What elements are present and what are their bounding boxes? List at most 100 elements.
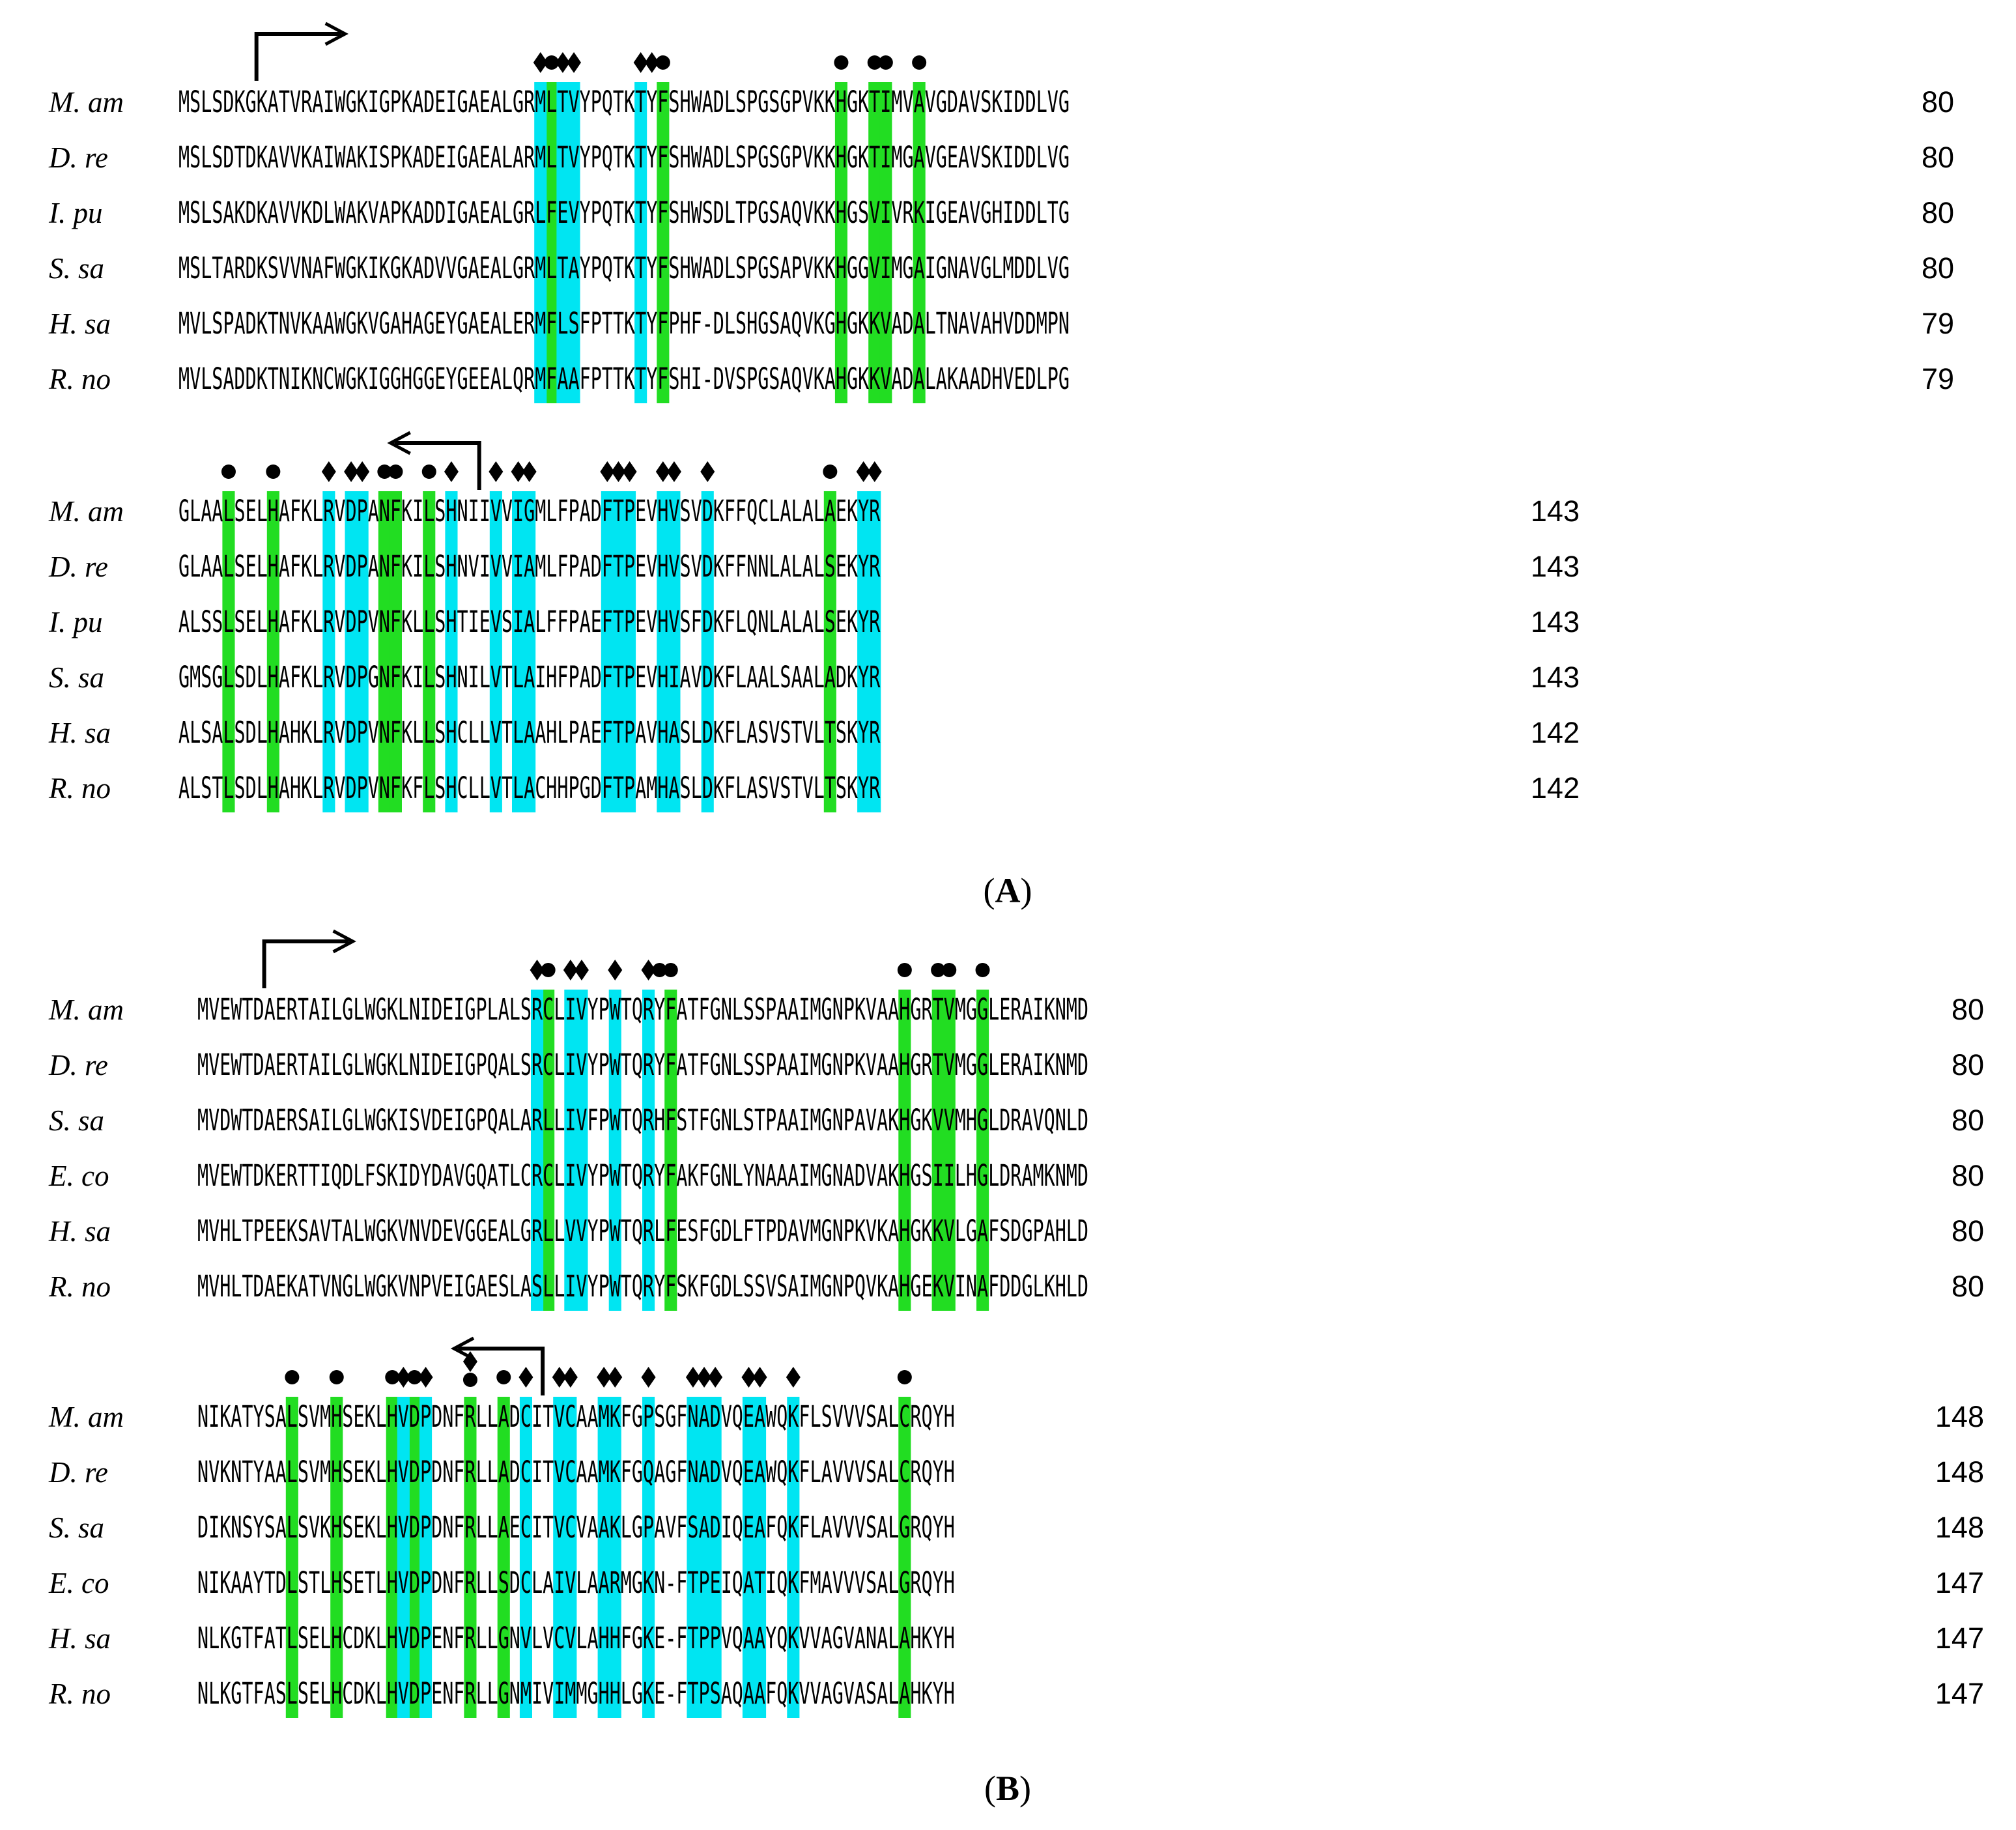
diamond-marker bbox=[518, 1367, 533, 1388]
conserved-column-cyan bbox=[742, 1397, 755, 1718]
residue-count: 142 bbox=[1531, 771, 1580, 805]
conserved-column-cyan bbox=[634, 82, 647, 403]
species-label: D. re bbox=[48, 141, 108, 174]
residue-count: 80 bbox=[1952, 993, 1984, 1026]
diamond-marker bbox=[786, 1367, 801, 1388]
conserved-column-green bbox=[545, 82, 558, 403]
dot-marker bbox=[285, 1370, 300, 1384]
conserved-column-green bbox=[931, 990, 944, 1311]
dot-marker bbox=[897, 1370, 912, 1384]
species-label: S. sa bbox=[49, 661, 104, 694]
dot-marker bbox=[663, 963, 678, 977]
diamond-marker bbox=[444, 461, 459, 482]
sequence-row: MVHLTDAEKATVNGLWGKVNPVEIGAESLASLLIVYPWTQ… bbox=[197, 1269, 1088, 1304]
diamond-marker bbox=[641, 1367, 656, 1388]
conserved-column-cyan bbox=[868, 491, 881, 812]
species-label: S. sa bbox=[49, 1511, 104, 1544]
sequence-row: ALSALSDLHAHKLRVDPVNFKLLSHCLLVTLAAHLPAEFT… bbox=[178, 715, 881, 750]
species-label: I. pu bbox=[48, 197, 103, 229]
conserved-column-green bbox=[868, 82, 881, 403]
conserved-column-green bbox=[976, 990, 989, 1311]
dot-marker bbox=[867, 55, 882, 70]
conserved-column-cyan bbox=[519, 1397, 532, 1718]
conserved-column-green bbox=[913, 82, 926, 403]
sequence-row: MSLTARDKSVVNAFWGKIKGKADVVGAEALGRMLTAYPQT… bbox=[178, 251, 1070, 285]
conserved-column-green bbox=[330, 1397, 343, 1718]
conserved-column-cyan bbox=[534, 82, 547, 403]
conserved-column-cyan bbox=[597, 1397, 610, 1718]
conserved-column-cyan bbox=[701, 491, 714, 812]
residue-count: 80 bbox=[1952, 1159, 1984, 1192]
species-label: E. co bbox=[48, 1567, 109, 1599]
conserved-column-cyan bbox=[556, 82, 569, 403]
sequence-row: MVEWTDKERTTIQDLFSKIDYDAVGQATLCRCLIVYPWTQ… bbox=[197, 1158, 1088, 1193]
dot-marker bbox=[544, 55, 559, 70]
species-label: M. am bbox=[48, 1401, 124, 1433]
sequence-row: ALSTLSDLHAHKLRVDPVNFKFLSHCLLVTLACHHPGDFT… bbox=[178, 771, 881, 805]
diamond-marker bbox=[355, 461, 370, 482]
conserved-column-cyan bbox=[445, 491, 458, 812]
diamond-marker bbox=[511, 461, 526, 482]
conserved-column-cyan bbox=[642, 990, 655, 1311]
arrow-head bbox=[332, 929, 356, 954]
sequence-row: MVLSPADKTNVKAAWGKVGAHAGEYGAEALERMFLSFPTT… bbox=[178, 306, 1070, 341]
species-label: R. no bbox=[48, 1678, 111, 1710]
conserved-column-green bbox=[378, 491, 391, 812]
species-label: M. am bbox=[48, 495, 124, 528]
conserved-column-cyan bbox=[575, 990, 588, 1311]
bent-arrow bbox=[458, 1347, 545, 1395]
residue-count: 142 bbox=[1531, 716, 1580, 749]
diamond-marker bbox=[685, 1367, 700, 1388]
diamond-marker bbox=[567, 52, 582, 73]
conserved-column-cyan bbox=[489, 491, 502, 812]
conserved-column-cyan bbox=[553, 1397, 566, 1718]
residue-count: 143 bbox=[1531, 550, 1580, 583]
conserved-column-cyan bbox=[754, 1397, 767, 1718]
dot-marker bbox=[897, 963, 912, 977]
diamond-marker bbox=[608, 1367, 623, 1388]
dot-marker bbox=[462, 1373, 477, 1387]
species-label: D. re bbox=[48, 1456, 108, 1489]
diamond-marker bbox=[489, 461, 504, 482]
residue-count: 147 bbox=[1935, 1677, 1984, 1710]
conserved-column-cyan bbox=[531, 990, 544, 1311]
diamond-marker bbox=[608, 960, 623, 980]
dot-marker bbox=[377, 465, 392, 479]
dot-marker bbox=[221, 465, 236, 479]
diamond-marker bbox=[555, 52, 570, 73]
sequence-row: MSLSAKDKAVVKDLWAKVAPKADDIGAEALGRLFEVYPQT… bbox=[178, 195, 1070, 230]
sequence-row: MVEWTDAERTAILGLWGKLNIDEIGPLALSRCLIVYPWTQ… bbox=[197, 992, 1088, 1027]
conserved-column-cyan bbox=[657, 491, 670, 812]
conserved-column-green bbox=[266, 491, 279, 812]
species-label: R. no bbox=[48, 772, 111, 805]
species-label: S. sa bbox=[49, 252, 104, 285]
sequence-row: NLKGTFATLSELHCDKLHVDPENFRLLGNVLVCVLAHHFG… bbox=[197, 1621, 955, 1655]
arrow-head bbox=[450, 1336, 475, 1361]
residue-count: 80 bbox=[1952, 1214, 1984, 1248]
conserved-column-cyan bbox=[512, 491, 525, 812]
diamond-marker bbox=[633, 52, 648, 73]
residue-count: 148 bbox=[1935, 1511, 1984, 1544]
conserved-column-cyan bbox=[608, 1397, 621, 1718]
dot-marker bbox=[942, 963, 957, 977]
arrow-head bbox=[387, 431, 411, 455]
species-label: S. sa bbox=[49, 1104, 104, 1137]
diamond-marker bbox=[611, 461, 626, 482]
bent-arrow bbox=[254, 32, 341, 81]
diamond-marker bbox=[644, 52, 659, 73]
species-label: E. co bbox=[48, 1160, 109, 1192]
diamond-marker bbox=[697, 1367, 712, 1388]
dot-marker bbox=[407, 1370, 422, 1384]
conserved-column-cyan bbox=[857, 491, 870, 812]
sequence-row: NLKGTFASLSELHCDKLHVDPENFRLLGNMIVIMMGHHLG… bbox=[197, 1676, 955, 1711]
diamond-marker bbox=[418, 1367, 433, 1388]
residue-count: 147 bbox=[1935, 1622, 1984, 1655]
dot-marker bbox=[655, 55, 670, 70]
residue-count: 80 bbox=[1952, 1048, 1984, 1081]
diamond-marker bbox=[741, 1367, 756, 1388]
dot-marker bbox=[496, 1370, 511, 1384]
residue-count: 147 bbox=[1935, 1566, 1984, 1599]
diamond-marker bbox=[641, 960, 656, 980]
dot-marker bbox=[975, 963, 990, 977]
